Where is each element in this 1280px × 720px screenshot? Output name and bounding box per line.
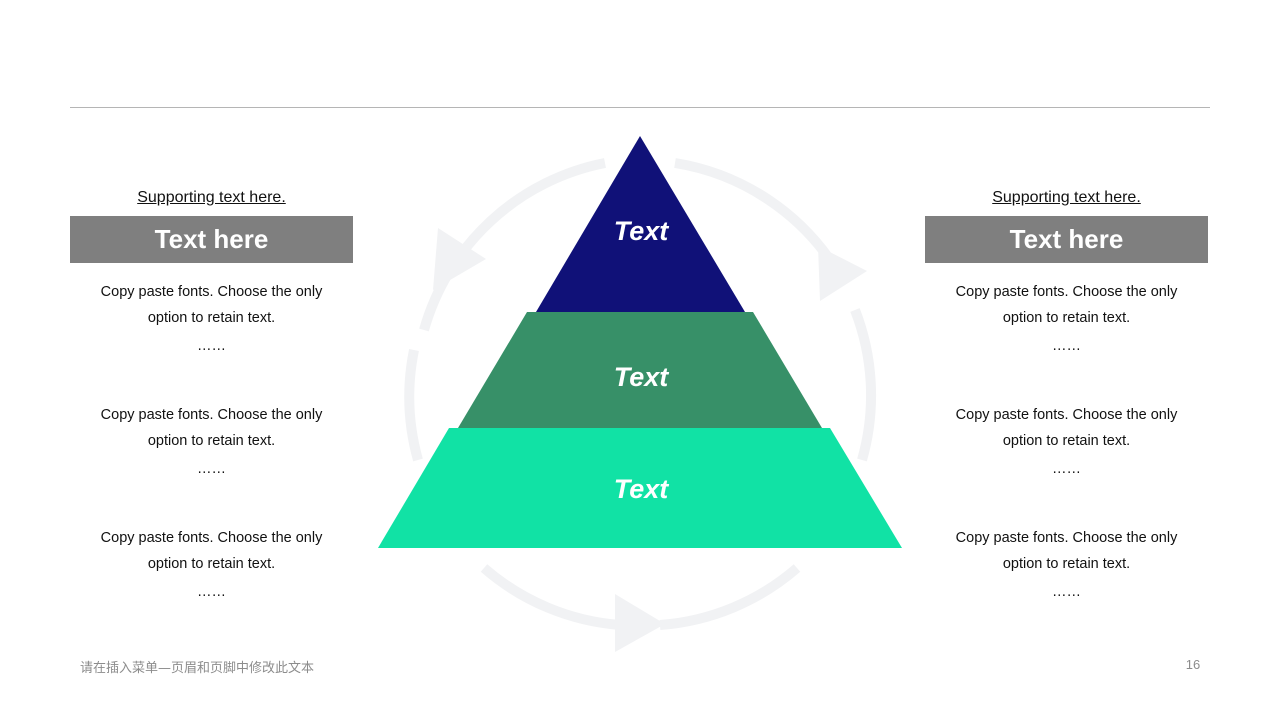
right-paragraph-1-ellipsis: …… [1052,338,1081,354]
pyramid-tier-bottom-label: Text [614,474,670,504]
right-paragraph-2-line1: Copy paste fonts. Choose the only [955,407,1178,423]
left-supporting-text: Supporting text here. [137,189,286,206]
right-paragraph-2: Copy paste fonts. Choose the only option… [925,402,1208,484]
right-paragraph-2-ellipsis: …… [1052,461,1081,477]
right-title-bar: Text here [925,216,1208,263]
pyramid-tier-top [536,136,745,312]
right-paragraph-3-ellipsis: …… [1052,584,1081,600]
left-paragraph-2: Copy paste fonts. Choose the only option… [70,402,353,484]
page-number: 16 [1185,657,1201,672]
right-paragraph-3: Copy paste fonts. Choose the only option… [925,525,1208,607]
right-paragraph-3-line2: option to retain text. [1002,556,1131,572]
left-paragraph-2-line2: option to retain text. [147,433,276,449]
pyramid-tier-top-label: Text [614,216,670,246]
left-paragraph-1: Copy paste fonts. Choose the only option… [70,279,353,361]
left-paragraph-1-line2: option to retain text. [147,310,276,326]
right-supporting-text: Supporting text here. [992,189,1141,206]
footer-text: 请在插入菜单—页眉和页脚中修改此文本 [80,661,315,676]
right-paragraph-1-line2: option to retain text. [1002,310,1131,326]
left-paragraph-2-line1: Copy paste fonts. Choose the only [100,407,323,423]
left-paragraph-3: Copy paste fonts. Choose the only option… [70,525,353,607]
right-paragraph-1: Copy paste fonts. Choose the only option… [925,279,1208,361]
right-paragraph-1-line1: Copy paste fonts. Choose the only [955,284,1178,300]
pyramid-tier-middle [458,312,822,428]
left-paragraph-1-ellipsis: …… [197,338,226,354]
left-paragraph-3-ellipsis: …… [197,584,226,600]
left-paragraph-3-line2: option to retain text. [147,556,276,572]
left-paragraph-3-line1: Copy paste fonts. Choose the only [100,530,323,546]
left-paragraph-1-line1: Copy paste fonts. Choose the only [100,284,323,300]
right-paragraph-2-line2: option to retain text. [1002,433,1131,449]
right-paragraph-3-line1: Copy paste fonts. Choose the only [955,530,1178,546]
left-paragraph-2-ellipsis: …… [197,461,226,477]
pyramid-tier-bottom [378,428,902,548]
left-title-bar: Text here [70,216,353,263]
pyramid-tier-middle-label: Text [614,362,670,392]
header-divider [70,107,1210,108]
